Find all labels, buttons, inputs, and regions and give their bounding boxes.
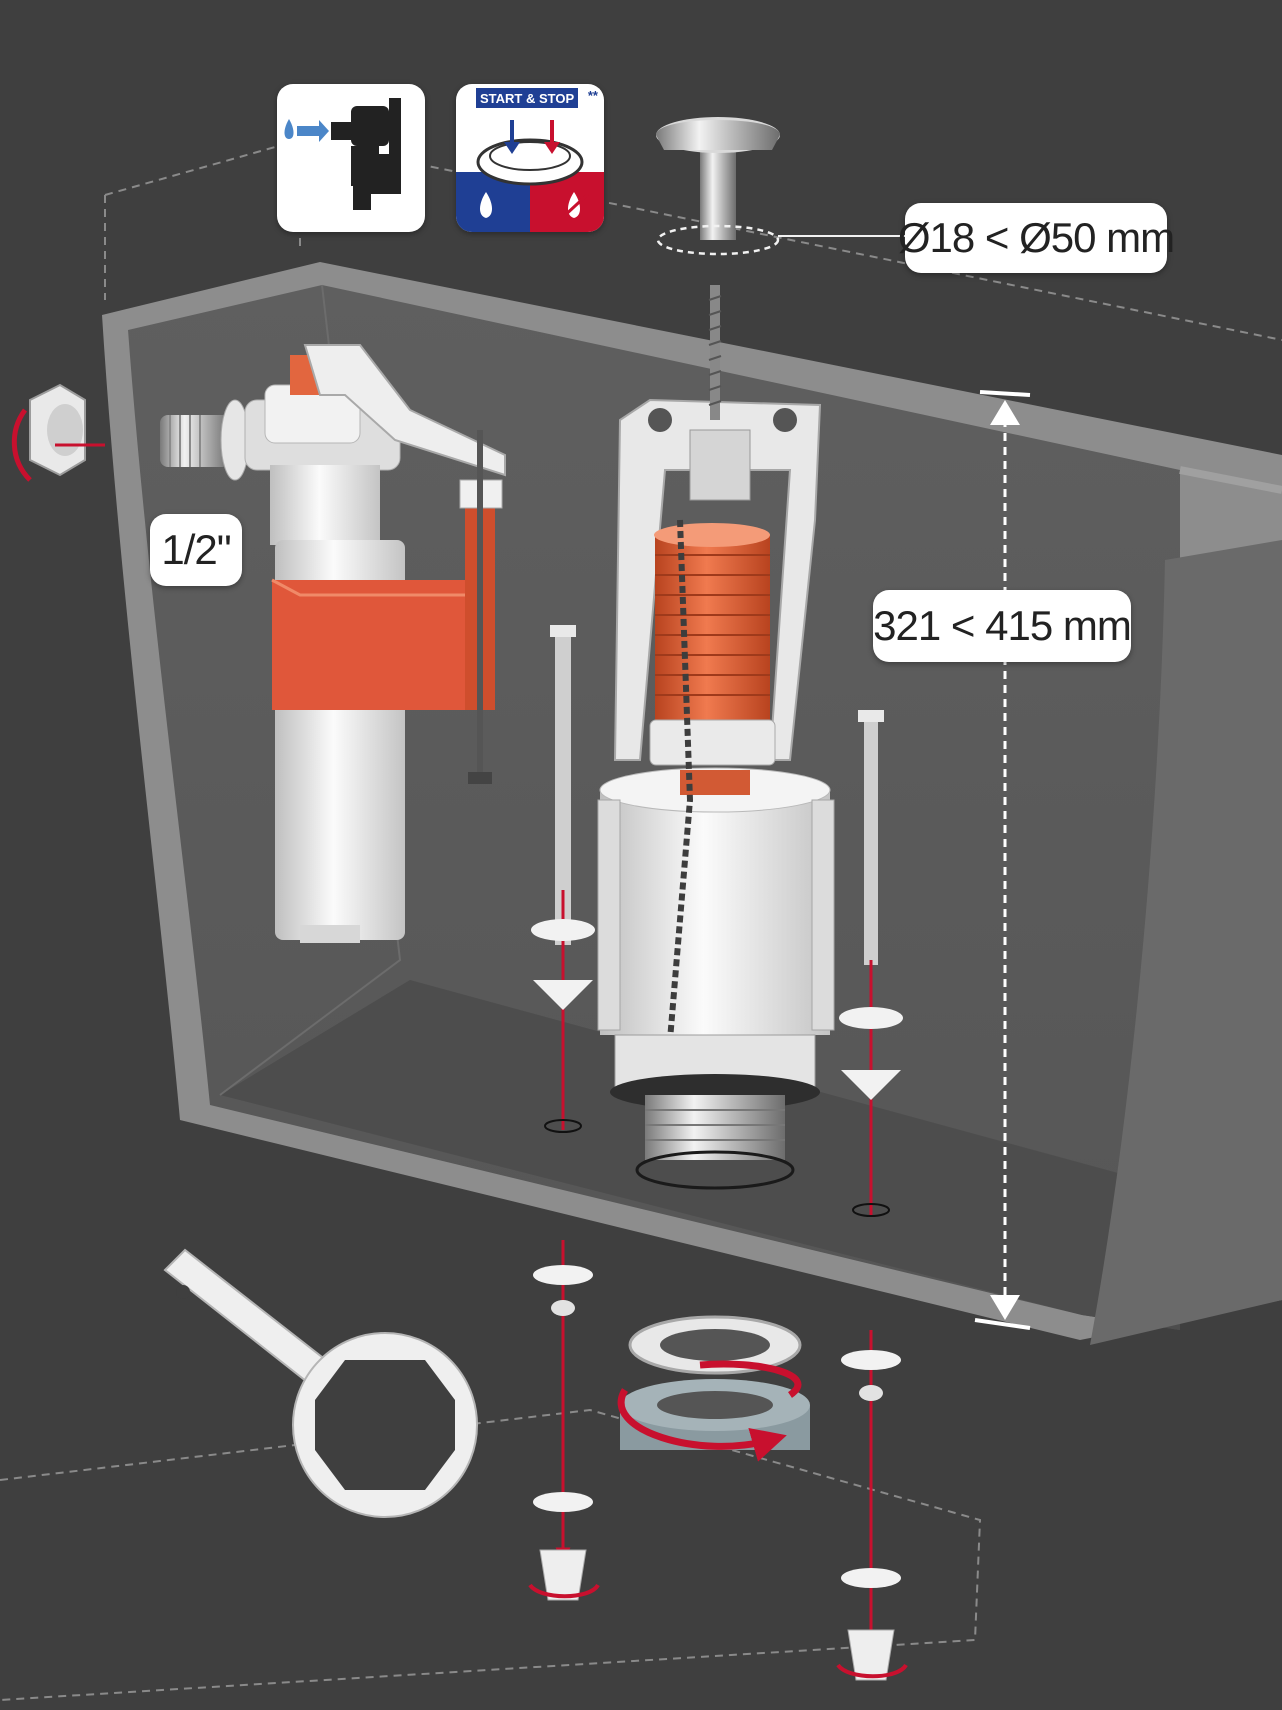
fill-valve [160,344,506,943]
lift-chain [667,519,694,1041]
orange-overflow-tube [655,535,770,730]
fill-float [272,580,475,710]
side-inlet-valve-icon [284,98,401,210]
button-diameter-label: Ø18 < Ø50 mm [898,203,1175,273]
flush-valve [597,285,835,1190]
inlet-size-label: 1/2" [150,514,242,586]
button-hole-outline [656,224,780,256]
push-button [656,117,905,256]
inlet-nut [11,383,105,482]
left-bolt-assembly [531,625,595,1133]
valve-height-label: 321 < 415 mm [873,590,1132,662]
tank-side-panel [1090,540,1282,1345]
height-dimension [974,390,1031,1330]
spanner-tool [163,1248,478,1518]
start-stop-label: START & STOP [476,88,579,108]
start-stop-footnote-marker: ** [587,88,598,103]
right-bolt-assembly [839,710,903,1217]
threaded-inlet [160,415,230,467]
float-arm [303,344,506,477]
under-tank-fixings [528,1240,908,1681]
valve-threaded-base [645,1095,785,1160]
side-inlet-valve-badge [277,84,425,232]
start-stop-badge: START & STOP ** [456,84,604,232]
valve-body-cylinder [600,790,830,1035]
start-stop-dual-flush-icon [456,120,604,232]
